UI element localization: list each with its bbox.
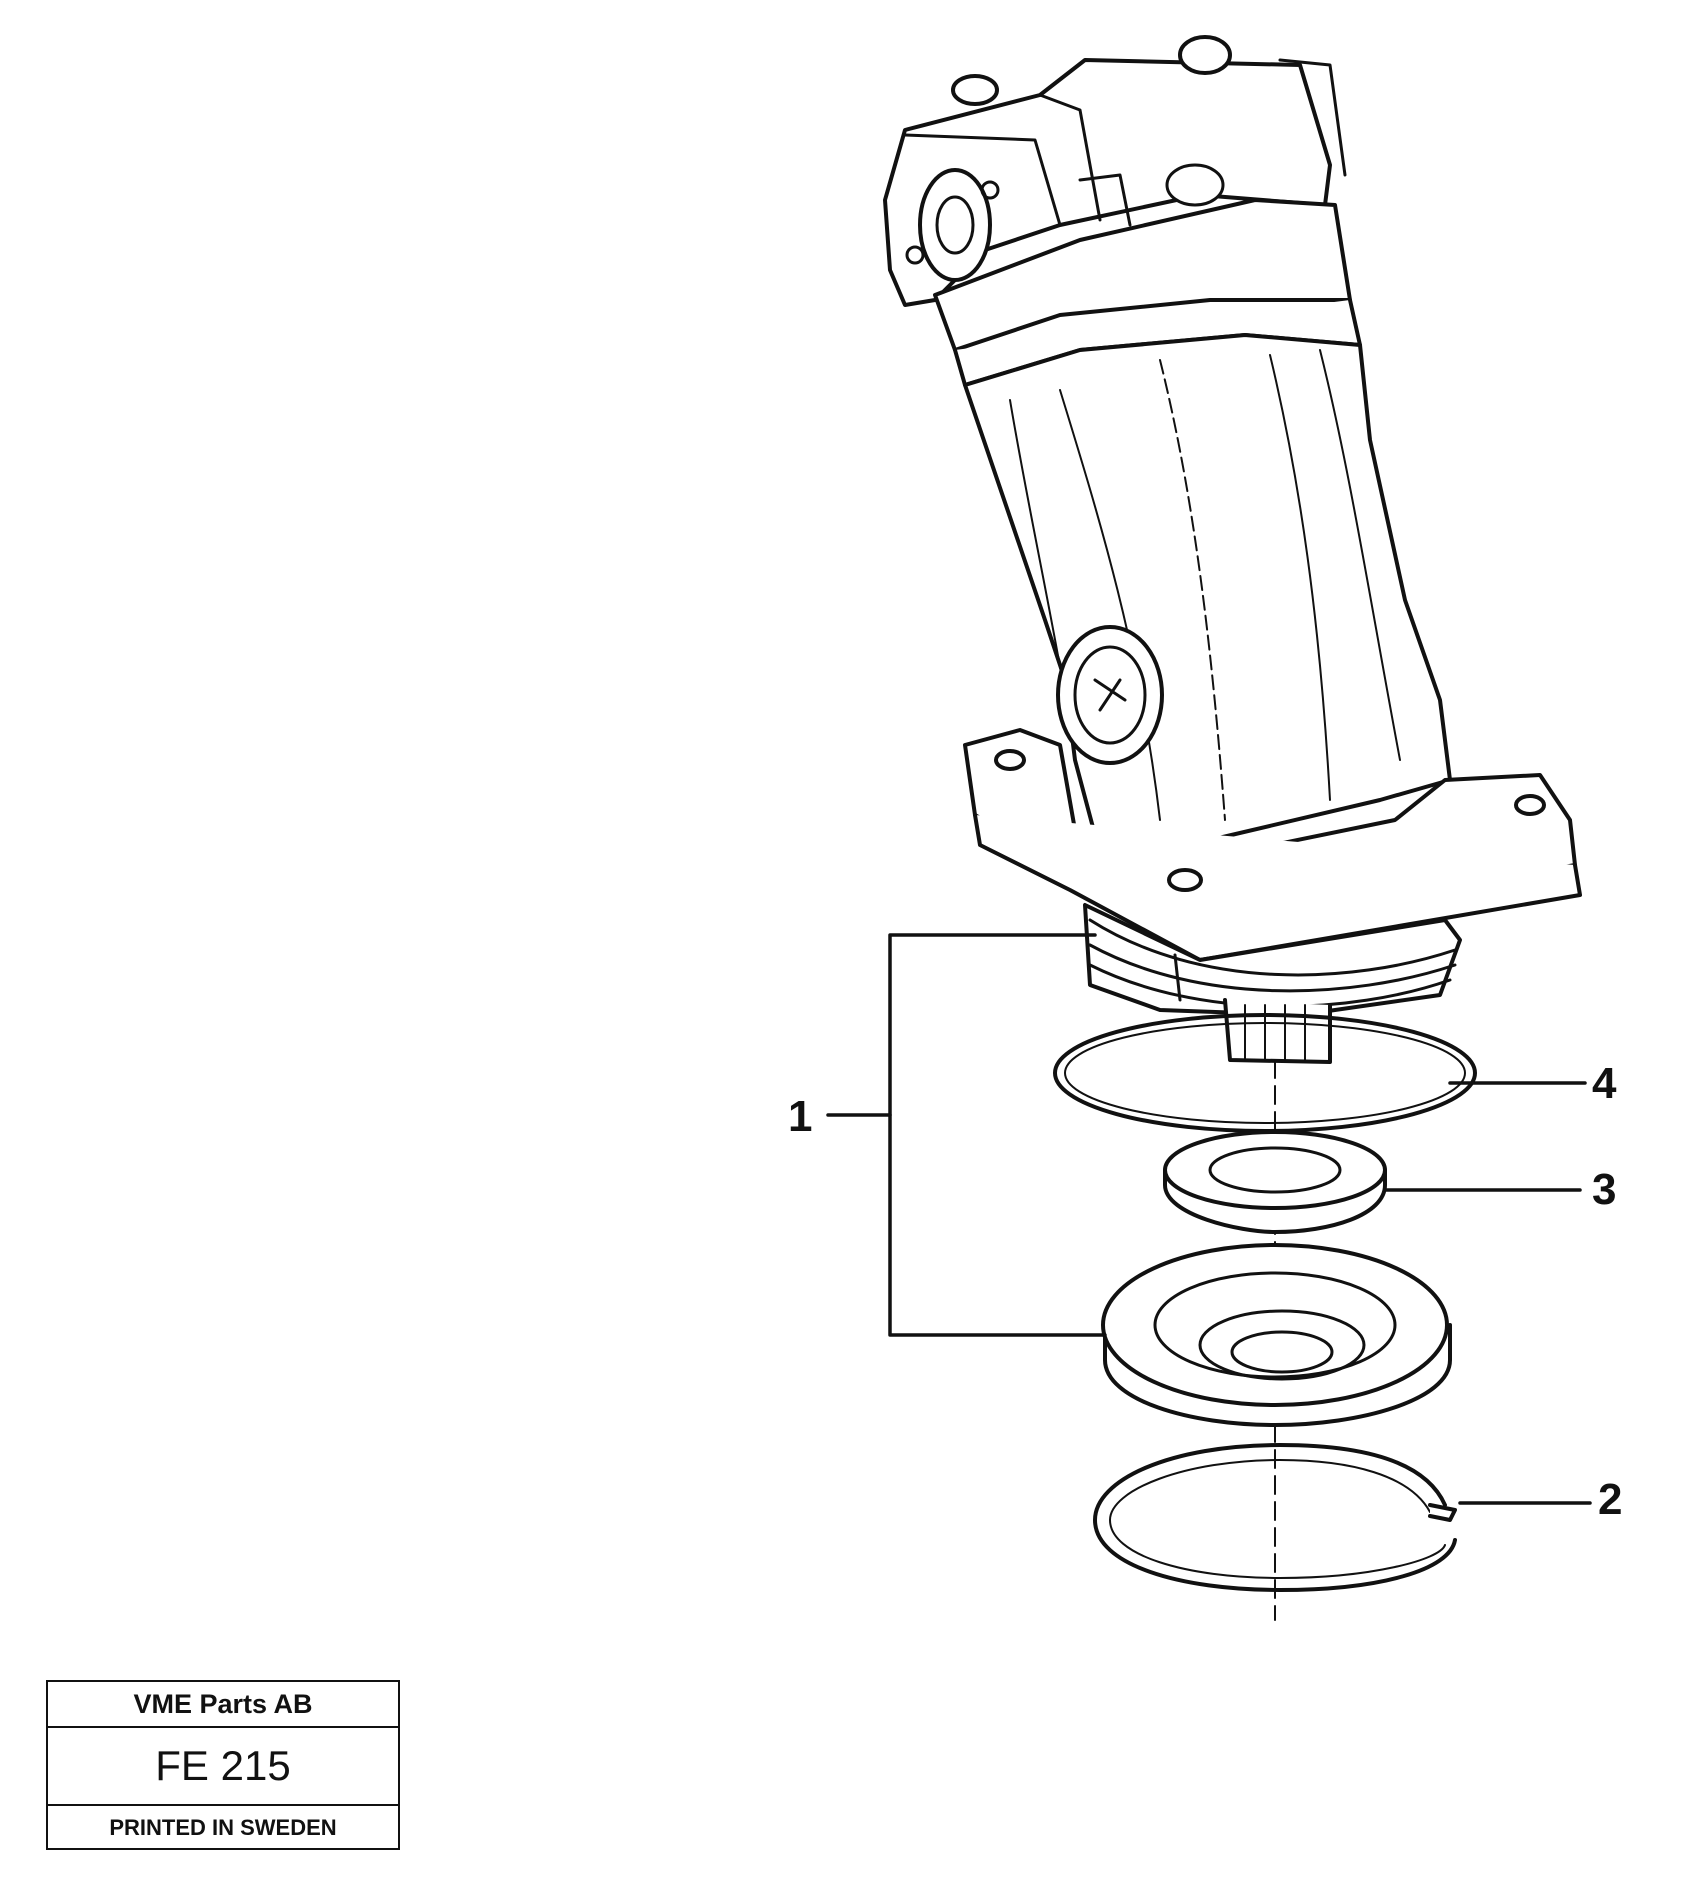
seal-housing [1101, 1243, 1452, 1427]
hydraulic-motor [883, 35, 1582, 1064]
snap-ring [1093, 1443, 1457, 1592]
callout-label-3: 3 [1592, 1165, 1617, 1214]
washer [1163, 1130, 1387, 1234]
splined-shaft [1223, 998, 1332, 1064]
title-block: VME Parts AB FE 215 PRINTED IN SWEDEN [46, 1680, 400, 1850]
drawing-code: FE 215 [48, 1728, 398, 1806]
company-name: VME Parts AB [48, 1682, 398, 1728]
callout-leaders [826, 933, 1592, 1505]
callout-label-2: 2 [1598, 1475, 1623, 1524]
callout-label-1: 1 [788, 1092, 813, 1141]
printed-note: PRINTED IN SWEDEN [109, 1815, 337, 1840]
callout-label-4: 4 [1592, 1059, 1617, 1108]
